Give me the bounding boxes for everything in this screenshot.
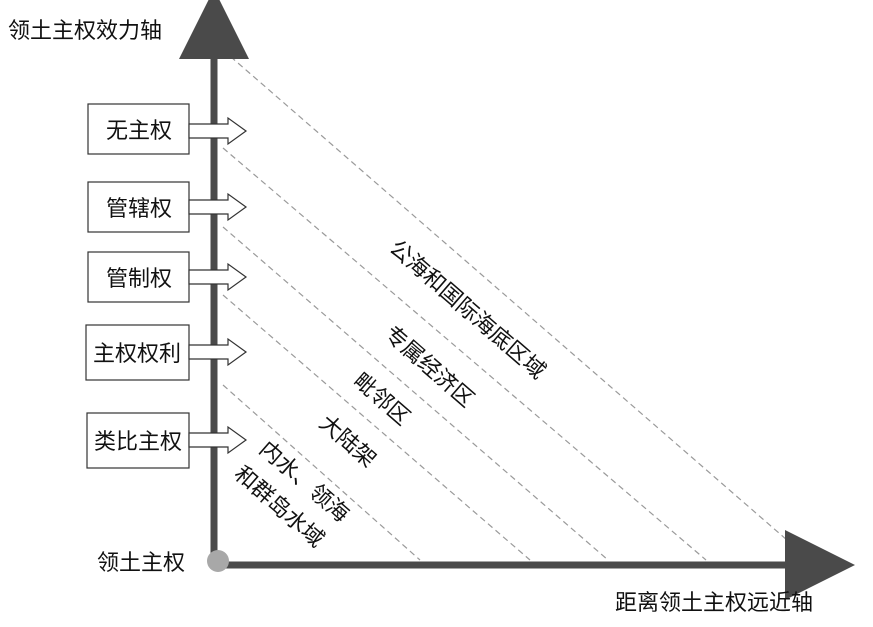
arrow-icon: [188, 192, 248, 222]
level-label: 类比主权: [94, 430, 182, 455]
zone-label-contiguous: 毗邻区: [348, 369, 414, 431]
level-box-5: 类比主权: [86, 412, 190, 469]
level-box-2: 管辖权: [87, 181, 190, 233]
arrow-icon: [188, 425, 248, 455]
x-axis-title: 距离领土主权远近轴: [615, 591, 813, 616]
level-label: 管辖权: [106, 197, 172, 222]
zone-boundaries: [222, 49, 811, 561]
arrow-icon: [188, 116, 248, 146]
boundary-line-4: [222, 294, 531, 561]
y-axis-title: 领土主权效力轴: [8, 19, 162, 44]
level-label: 主权权利: [93, 342, 181, 367]
hollow-arrows: [188, 116, 248, 455]
arrow-icon: [188, 262, 248, 292]
level-box-3: 管制权: [87, 251, 190, 303]
level-box-4: 主权权利: [85, 324, 190, 381]
level-box-1: 无主权: [87, 103, 190, 155]
origin-label: 领土主权: [97, 551, 185, 576]
level-label: 管制权: [106, 267, 172, 292]
boundary-line-5: [222, 384, 421, 561]
level-label: 无主权: [106, 119, 172, 144]
arrow-icon: [188, 337, 248, 367]
boundary-line-2: [222, 147, 707, 561]
zone-label-shelf: 大陆架: [314, 411, 380, 473]
boundary-line-3: [222, 226, 609, 561]
origin-dot: [207, 550, 229, 572]
